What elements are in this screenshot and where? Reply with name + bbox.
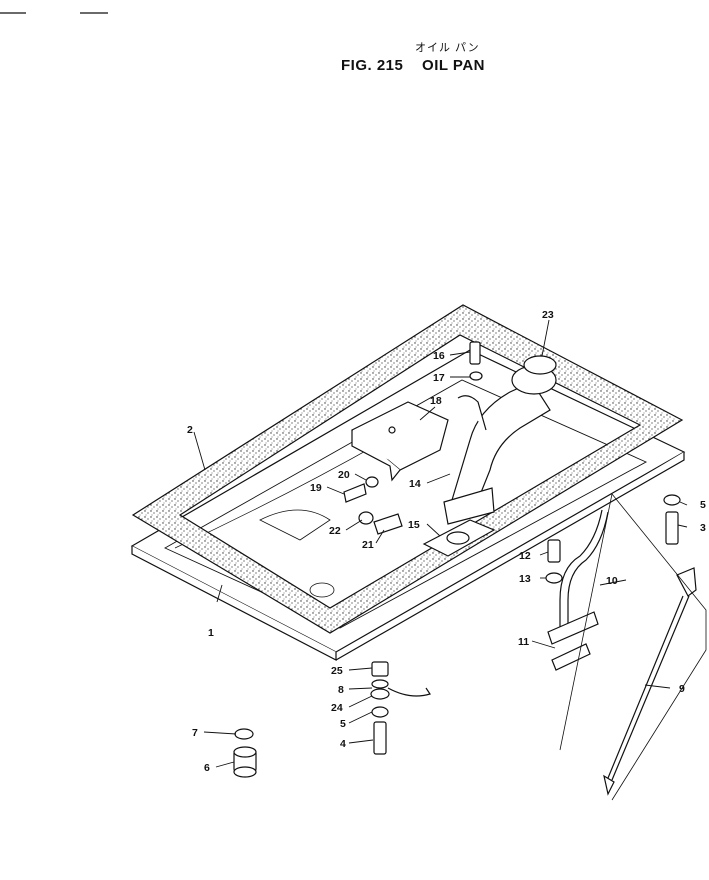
figure-title: FIG. 215 OIL PAN: [341, 57, 485, 74]
part-label-3: 3: [700, 522, 706, 534]
drain-plug: [233, 728, 257, 778]
dipstick-guide: [547, 509, 609, 671]
leader-lines: [193, 319, 688, 768]
part-label-21: 21: [362, 539, 374, 551]
part-label-5a: 5: [700, 499, 706, 511]
part-label-20: 20: [338, 469, 350, 481]
part-label-25: 25: [331, 665, 343, 677]
part-label-2: 2: [187, 424, 193, 436]
part-label-14: 14: [409, 478, 421, 490]
pipe-gasket: [422, 519, 496, 557]
part-label-22: 22: [329, 525, 341, 537]
figure-subtitle-jp: オイル パン: [415, 42, 480, 54]
dipstick: [603, 567, 697, 796]
part-label-6: 6: [204, 762, 210, 774]
part-label-5b: 5: [340, 718, 346, 730]
bolt-stack: [370, 661, 431, 755]
part-label-12: 12: [519, 550, 531, 562]
part-label-19: 19: [310, 482, 322, 494]
part-label-7: 7: [192, 727, 198, 739]
figure-number: FIG. 215: [341, 57, 404, 74]
figure-name: OIL PAN: [422, 57, 485, 74]
part-label-9: 9: [679, 683, 685, 695]
part-label-23: 23: [542, 309, 554, 321]
part-label-10: 10: [606, 575, 618, 587]
side-bolts: [343, 341, 681, 584]
part-label-4: 4: [340, 738, 346, 750]
part-label-8: 8: [338, 684, 344, 696]
bracket: [351, 401, 449, 482]
part-label-15: 15: [408, 519, 420, 531]
part-label-17: 17: [433, 372, 445, 384]
part-label-11: 11: [518, 636, 529, 648]
part-labels: 1 2 3 4 5 5 6 7 8 9 10 11 12 13 14 15 16…: [187, 309, 706, 774]
part-label-18: 18: [430, 395, 442, 407]
part-label-13: 13: [519, 573, 531, 585]
part-label-1: 1: [208, 627, 214, 639]
oil-pan-gasket: [131, 304, 684, 634]
part-label-16: 16: [433, 350, 445, 362]
suction-pipe: [443, 355, 557, 525]
part-label-24: 24: [331, 702, 343, 714]
